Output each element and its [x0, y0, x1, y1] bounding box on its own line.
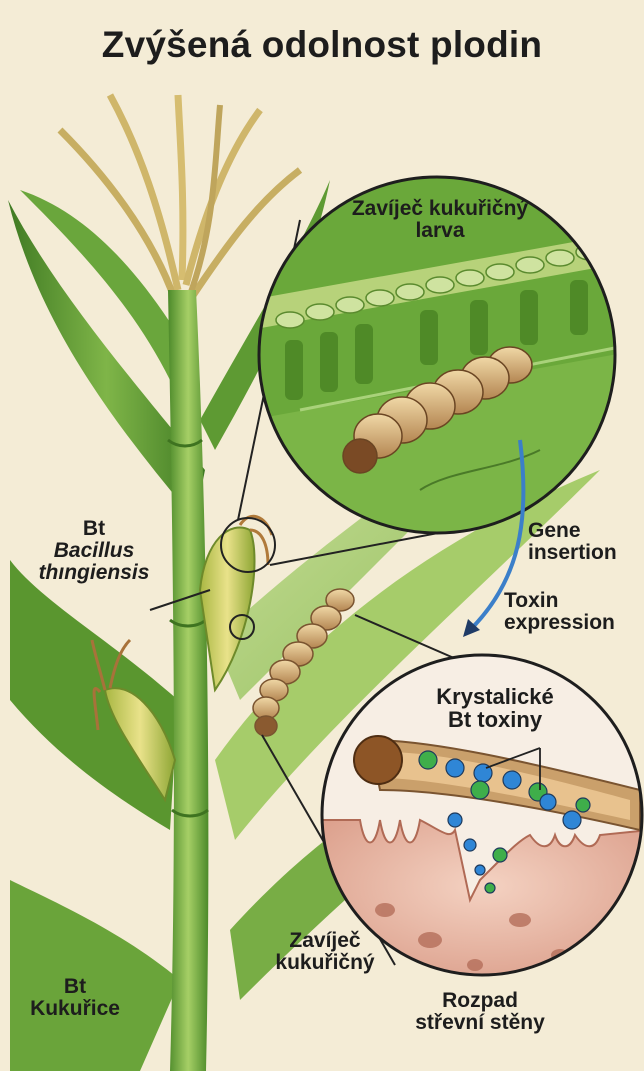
bt-bacterium-label-line1: Bt [14, 518, 174, 540]
gene-insertion-label-line1: Gene [528, 520, 640, 542]
bt-bacterium-label-line3: thıngiensis [14, 562, 174, 584]
bt-bacterium-label: Bt Bacillus thıngiensis [14, 518, 174, 584]
toxin-expression-label: Toxin expression [504, 590, 640, 634]
larva-leaf-label-line1: Zavíječ [255, 930, 395, 952]
toxin-expression-label-line1: Toxin [504, 590, 640, 612]
crystal-toxins-label-line2: Bt toxiny [400, 708, 590, 731]
bt-corn-label: Bt Kukuřice [20, 976, 130, 1020]
page-title: Zvýšená odolnost plodin [0, 26, 644, 65]
crystal-toxins-label-line1: Krystalické [400, 685, 590, 708]
toxin-expression-label-line2: expression [504, 612, 640, 634]
gut-wall-label-line1: Rozpad [400, 990, 560, 1012]
bt-bacterium-label-line2: Bacillus [14, 540, 174, 562]
gene-insertion-label-line2: insertion [528, 542, 640, 564]
larva-zoom-label-line1: Zavíječ kukuřičný [320, 198, 560, 220]
gene-insertion-label: Gene insertion [528, 520, 640, 564]
larva-zoom-label-line2: larva [320, 220, 560, 242]
larva-zoom-label: Zavíječ kukuřičný larva [320, 198, 560, 242]
bt-corn-label-line2: Kukuřice [20, 998, 130, 1020]
gut-wall-label: Rozpad střevní stěny [400, 990, 560, 1034]
larva-leaf-label: Zavíječ kukuřičný [255, 930, 395, 974]
crystal-toxins-label: Krystalické Bt toxiny [400, 685, 590, 731]
gut-wall-label-line2: střevní stěny [400, 1012, 560, 1034]
larva-leaf-label-line2: kukuřičný [255, 952, 395, 974]
bt-corn-label-line1: Bt [20, 976, 130, 998]
